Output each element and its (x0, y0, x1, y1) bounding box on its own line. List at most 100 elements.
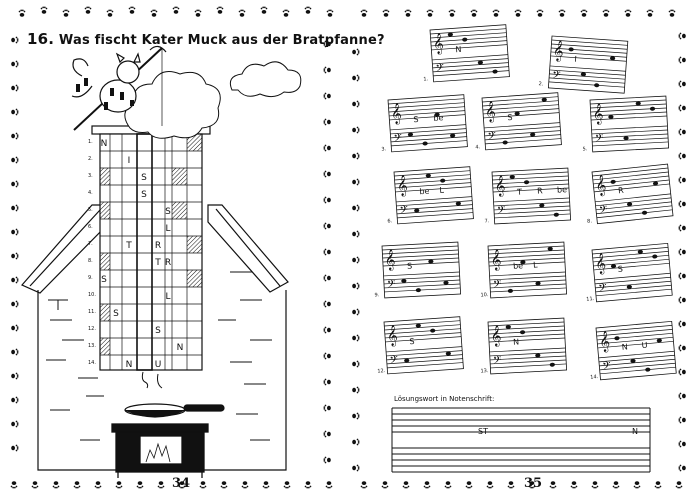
paw-print-icon (426, 9, 434, 17)
note-head (549, 362, 555, 367)
staff-letter: R (618, 186, 625, 196)
paw-print-icon (360, 9, 368, 17)
staff-number: 3. (381, 146, 387, 152)
grid-letter: S (113, 309, 119, 319)
grid-letter: N (126, 360, 133, 370)
bass-clef-icon: 𝄢 (487, 130, 496, 146)
paw-print-icon (602, 9, 610, 17)
note-head (594, 83, 600, 88)
paw-print-icon (304, 481, 312, 489)
paw-print-icon (199, 481, 207, 489)
row-number: 7. (88, 241, 93, 247)
paw-print-icon (238, 9, 246, 17)
paw-print-icon (11, 156, 19, 164)
paw-print-icon (323, 170, 331, 178)
paw-print-icon (11, 324, 19, 332)
note-head (626, 284, 632, 289)
bass-clef-icon: 𝄢 (399, 204, 408, 220)
paw-print-icon (536, 9, 544, 17)
grid-letter: S (165, 207, 171, 217)
paw-print-icon (352, 334, 360, 342)
paw-print-icon (668, 9, 676, 17)
note-head (447, 32, 453, 37)
paw-print-icon (402, 481, 410, 489)
note-head (502, 140, 508, 145)
paw-print-icon (216, 6, 224, 14)
bass-clef-icon: 𝄢 (493, 278, 502, 293)
note-head (425, 173, 431, 178)
paw-print-icon (323, 118, 331, 126)
paw-print-icon (262, 481, 270, 489)
note-head (626, 202, 633, 207)
paw-print-icon (283, 481, 291, 489)
staff-letter: S (617, 264, 623, 273)
treble-clef-icon: 𝄞 (484, 101, 496, 123)
staff-number: 4. (475, 144, 481, 150)
paw-print-icon (128, 6, 136, 14)
paw-print-icon (678, 296, 686, 304)
note-head (415, 288, 421, 293)
paw-print-icon (11, 372, 19, 380)
paw-print-icon (381, 481, 389, 489)
bass-clef-icon: 𝄢 (387, 278, 396, 293)
staff-letter: N (621, 342, 628, 351)
paw-print-icon (323, 92, 331, 100)
staff-number: 1. (423, 76, 429, 82)
paw-print-icon (94, 481, 102, 489)
paw-print-icon (323, 456, 331, 464)
staff-letter: be (557, 185, 568, 195)
grid-letter: I (128, 156, 131, 166)
bass-clef-icon: 𝄢 (389, 354, 398, 370)
cat-illustration (71, 45, 167, 131)
paw-print-icon (10, 481, 18, 489)
staff-letter: N (513, 337, 519, 346)
paw-print-icon (260, 6, 268, 14)
bass-clef-icon: 𝄢 (598, 282, 608, 298)
paw-print-icon (40, 6, 48, 14)
paw-print-icon (352, 126, 360, 134)
paw-print-icon (11, 252, 19, 260)
paw-print-icon (591, 481, 599, 489)
paw-print-icon (352, 152, 360, 160)
note-head (445, 351, 451, 356)
row-number: 10. (88, 292, 96, 298)
staff-exercise: 𝄞𝄢5. (582, 95, 670, 152)
paw-print-icon (654, 481, 662, 489)
treble-clef-icon: 𝄞 (592, 103, 604, 125)
treble-clef-icon: 𝄞 (390, 103, 402, 125)
note-head (630, 358, 636, 363)
note-head (649, 106, 656, 111)
paw-print-icon (11, 84, 19, 92)
paw-print-icon (678, 464, 686, 472)
note-head (608, 114, 614, 119)
row-number: 3. (88, 173, 93, 179)
note-head (568, 47, 574, 52)
staff-letter: U (641, 341, 648, 350)
paw-print-icon (11, 300, 19, 308)
solution-staff (391, 407, 651, 473)
staff-letter: S (407, 261, 413, 270)
paw-print-icon (352, 256, 360, 264)
paw-print-icon (323, 196, 331, 204)
paw-print-icon (678, 368, 686, 376)
note-head (547, 246, 553, 251)
paw-print-icon (678, 416, 686, 424)
paw-print-icon (52, 481, 60, 489)
treble-clef-icon: 𝄞 (386, 325, 398, 347)
grid-letter: S (101, 275, 107, 285)
paw-print-icon (106, 9, 114, 17)
paw-print-icon (31, 481, 39, 489)
treble-clef-icon: 𝄞 (594, 175, 607, 197)
paw-print-icon (352, 74, 360, 82)
staff-letter: L (439, 186, 445, 195)
paw-print-icon (18, 9, 26, 17)
paw-print-icon (323, 222, 331, 230)
paw-print-icon (448, 9, 456, 17)
staff-exercise: 𝄞𝄢4.S (475, 92, 562, 151)
paw-print-icon (678, 344, 686, 352)
